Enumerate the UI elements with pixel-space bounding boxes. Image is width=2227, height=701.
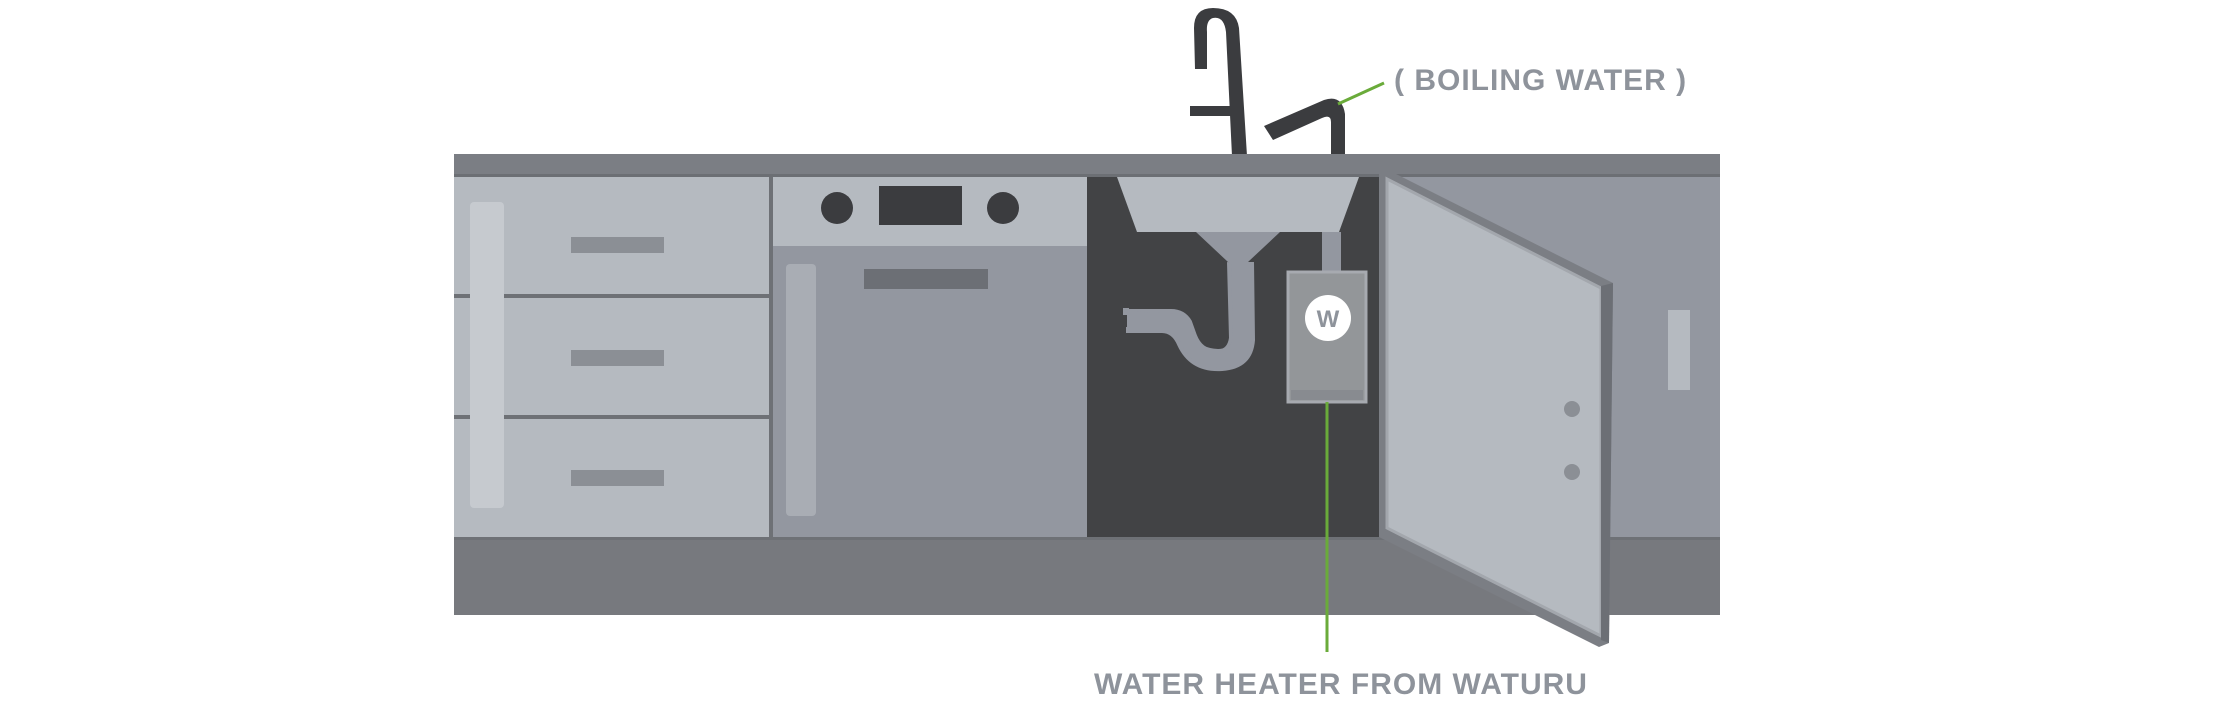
water-heater: W: [1286, 270, 1368, 404]
boiling-water-label: ( BOILING WATER ): [1394, 64, 1687, 97]
cabinet-handle: [1668, 310, 1690, 390]
drawer-handle: [571, 470, 664, 486]
water-heater-label: WATER HEATER FROM WATURU: [1094, 668, 1588, 701]
door-knob: [1564, 464, 1580, 480]
drawer-handle: [571, 237, 664, 253]
door-knob: [1564, 401, 1580, 417]
boiling-water-tap: [1264, 98, 1345, 156]
dishwasher-display: [879, 186, 962, 225]
sink-basin: [1117, 177, 1359, 232]
dishwasher-handle: [864, 269, 988, 289]
boiling-callout-line: [1337, 81, 1385, 106]
open-cabinet-door: [1379, 171, 1613, 647]
dishwasher: [773, 177, 1087, 539]
waturu-badge: [1305, 295, 1351, 341]
countertop: [454, 154, 1720, 176]
dishwasher-knob: [987, 192, 1019, 224]
main-faucet: [1190, 8, 1247, 156]
dishwasher-knob: [821, 192, 853, 224]
drawer-handle: [571, 350, 664, 366]
drawer-unit: [454, 177, 773, 539]
waturu-badge-letter: W: [1317, 306, 1340, 333]
